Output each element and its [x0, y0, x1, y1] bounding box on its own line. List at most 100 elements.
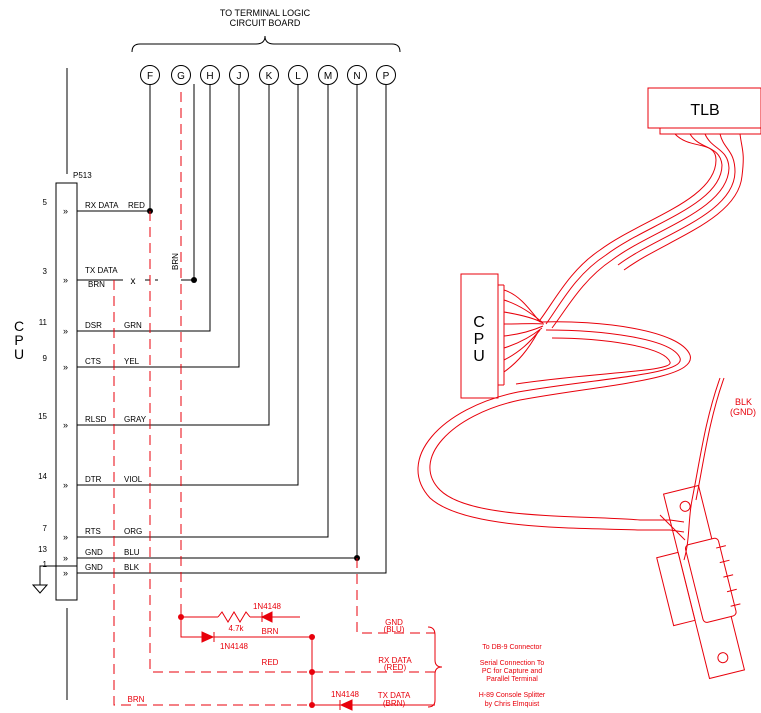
resistor-label: 4.7k — [228, 624, 244, 633]
note-credit-1: H-89 Console Splitter — [479, 692, 546, 699]
notes: To DB-9 Connector Serial Connection To P… — [479, 644, 546, 708]
terminal-pin-label-n: N — [353, 71, 360, 82]
p513-connector — [55, 182, 78, 601]
title-line-1: TO TERMINAL LOGIC — [220, 8, 311, 18]
tx-color-label: (BRN) — [383, 699, 406, 708]
blk-gnd-labels: BLK (GND) — [730, 397, 756, 417]
note-serial-3: Parallel Terminal — [486, 676, 538, 683]
wire-gnd-blk-to-p — [77, 84, 387, 574]
tx-break-mark: x — [131, 276, 136, 287]
pin-number-15: 15 — [38, 412, 47, 421]
terminal-pin-circle-g — [171, 65, 191, 85]
wire-rts-to-m — [77, 84, 329, 538]
pin-number-14: 14 — [38, 472, 47, 481]
red-tx-tap — [113, 280, 435, 706]
signal-label-7: GND — [85, 548, 103, 557]
pin-number-7: 7 — [43, 524, 48, 533]
resistor-wire-label: BRN — [262, 627, 279, 636]
pin-contact-15: » — [63, 420, 68, 430]
db9-connector — [656, 484, 746, 680]
splitter-labels: 1N4148 4.7k BRN 1N4148 RED BRN 1N4148 GN… — [128, 602, 413, 708]
terminal-pin-label-g: G — [177, 71, 185, 82]
terminal-pin-label-k: K — [266, 71, 273, 82]
diode-mid-body — [201, 631, 215, 643]
title-line-2: CIRCUIT BOARD — [230, 18, 301, 28]
note-serial-1: Serial Connection To — [480, 660, 545, 667]
junction-mid — [309, 634, 315, 640]
cpu-label-c: C — [14, 318, 24, 334]
pin-contact-9: » — [63, 362, 68, 372]
illus-cpu-c: C — [473, 314, 485, 331]
cpu-label-p: P — [14, 332, 23, 348]
red-junctions — [178, 614, 315, 708]
ground-symbol — [31, 565, 77, 594]
rx-label: RX DATA — [378, 656, 412, 665]
note-serial-2: PC for Capture and — [482, 668, 542, 675]
illus-cpu-p: P — [474, 331, 485, 348]
signal-label-0: RX DATA — [85, 201, 119, 210]
pin-number-9: 9 — [43, 354, 48, 363]
signal-label-5: DTR — [85, 475, 102, 484]
terminal-pin-label-h: H — [206, 71, 213, 82]
tlb-label: TLB — [690, 102, 719, 119]
diode-mid-label: 1N4148 — [220, 642, 249, 651]
signal-label-4: RLSD — [85, 415, 107, 424]
cpu-label-u: U — [14, 346, 24, 362]
pin-number-3: 3 — [43, 267, 48, 276]
note-credit-2: by Chris Elmquist — [485, 701, 540, 708]
pin-contact-5: » — [63, 206, 68, 216]
gnd-label: GND — [385, 618, 403, 627]
junction-rx — [309, 669, 315, 675]
wire-color-label-6: ORG — [124, 527, 142, 536]
illus-cpu-u: U — [473, 348, 485, 365]
wire-color-label-4: GRAY — [124, 415, 147, 424]
red-splitter-wiring — [113, 92, 443, 708]
title-brace — [131, 35, 401, 53]
junction-tx-data — [191, 277, 197, 283]
connector-label: P513 — [73, 171, 92, 180]
wire-rx-data-to-f — [77, 84, 151, 212]
terminal-pin-label-l: L — [295, 71, 301, 82]
wire-cts-to-j — [77, 84, 240, 368]
wire-color-label-3: YEL — [124, 357, 140, 366]
diodes — [201, 611, 353, 711]
tx-label: TX DATA — [378, 691, 411, 700]
pin-contact-3: » — [63, 275, 68, 285]
wire-color-label-2: GRN — [124, 321, 142, 330]
signal-label-6: RTS — [85, 527, 101, 536]
signal-label-3: CTS — [85, 357, 101, 366]
wire-rlsd-to-k — [77, 84, 270, 426]
wire-color-label-5: VIOL — [124, 475, 143, 484]
brn-vertical-label: BRN — [171, 253, 180, 270]
signal-label-1: TX DATA — [85, 266, 118, 275]
cable-illustration-labels: TLB C P U — [473, 102, 719, 365]
wire-color-label-8: BLK — [124, 563, 140, 572]
wire-g-to-tx — [181, 84, 195, 281]
terminal-pin-label-p: P — [383, 71, 390, 82]
red-gnd-tap — [356, 558, 435, 634]
note-db9: To DB-9 Connector — [482, 644, 542, 651]
pin-number-13: 13 — [38, 545, 47, 554]
brn-wire-label: BRN — [128, 695, 145, 704]
diode-top-body — [260, 611, 273, 623]
cpu-connector — [460, 273, 499, 399]
output-brace — [427, 626, 443, 708]
blk-gnd-label: (GND) — [730, 407, 756, 417]
pin-number-5: 5 — [43, 198, 48, 207]
pin-contact-1: » — [63, 568, 68, 578]
red-mid-diode-lead-left — [180, 617, 202, 638]
cable-illustration — [417, 87, 761, 680]
diode-bottom-body — [339, 699, 353, 711]
terminal-pin-label-j: J — [237, 71, 242, 82]
tlb-connector-lip — [659, 127, 761, 135]
pin-contact-13: » — [63, 553, 68, 563]
cpu-label: C P U — [14, 318, 24, 362]
diode-top-label: 1N4148 — [253, 602, 282, 611]
red-rx-tap — [149, 211, 435, 673]
pin-contact-11: » — [63, 326, 68, 336]
terminal-pin-label-m: M — [324, 71, 332, 82]
resistor-4-7k — [217, 611, 251, 623]
